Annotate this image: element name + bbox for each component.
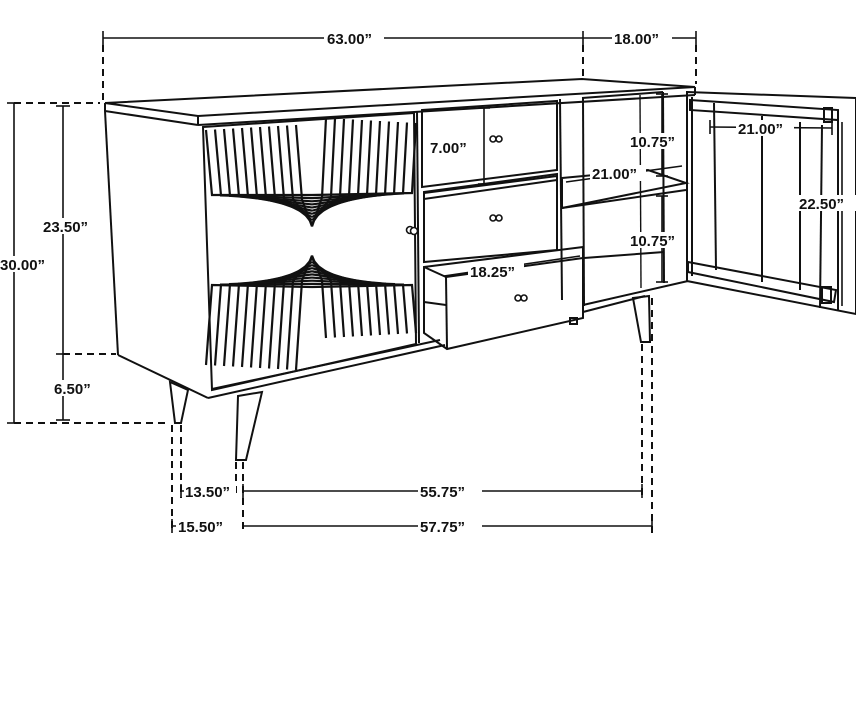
cabinet-body (104, 77, 696, 399)
drawers (421, 99, 584, 351)
door-width-label: 21.00” (738, 121, 783, 138)
leg-offset-back-label: 15.50” (178, 519, 223, 536)
leg-offset-front-label: 13.50” (185, 484, 230, 501)
shelf-upper-height-label: 10.75” (630, 134, 675, 151)
body-height-label: 23.50” (43, 219, 88, 236)
dimension-labels: 63.00” 18.00” 30.00” 23.50” 6.50” 7.00” … (0, 30, 856, 536)
leg-height-label: 6.50” (54, 381, 91, 398)
shelf-lower-height-label: 10.75” (630, 233, 675, 250)
drawer-width-label: 18.25” (470, 264, 515, 281)
overall-height-label: 30.00” (0, 257, 45, 274)
chevron-pattern (204, 117, 418, 371)
overall-depth-label: 18.00” (614, 31, 659, 48)
drawer-height-label: 7.00” (430, 140, 467, 157)
patterned-door (201, 111, 419, 392)
legs (168, 294, 652, 461)
shelf-width-label: 21.00” (592, 166, 637, 183)
overall-width-label: 63.00” (327, 31, 372, 48)
door-height-label: 22.50” (799, 196, 844, 213)
open-door (686, 90, 856, 316)
leg-span-front-label: 55.75” (420, 484, 465, 501)
leg-span-back-label: 57.75” (420, 519, 465, 536)
